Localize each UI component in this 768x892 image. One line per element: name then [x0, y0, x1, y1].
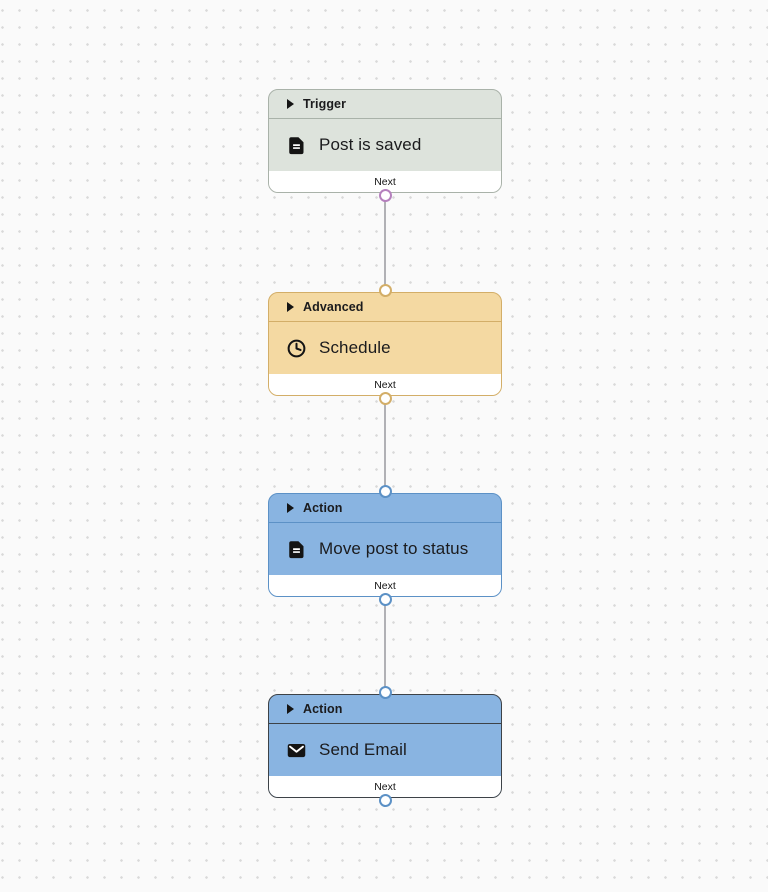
next-label: Next — [374, 780, 396, 793]
disclosure-triangle-icon[interactable] — [287, 99, 294, 109]
node-title: Send Email — [319, 740, 407, 759]
node-footer: Next — [269, 776, 501, 797]
node-body: Send Email — [269, 724, 501, 776]
document-icon — [286, 135, 307, 156]
node-header[interactable]: Action — [269, 695, 501, 724]
output-handle[interactable] — [379, 793, 392, 807]
node-category-label: Action — [303, 501, 343, 515]
document-icon — [286, 539, 307, 560]
node-action-move-post-to-status[interactable]: Action Move post to status Next — [268, 484, 502, 606]
edge-trigger-to-advanced[interactable] — [383, 193, 387, 292]
output-handle[interactable] — [379, 188, 392, 202]
node-advanced-schedule[interactable]: Advanced Schedule Next — [268, 283, 502, 405]
node-action-send-email[interactable]: Action Send Email Next — [268, 685, 502, 807]
node-category-label: Advanced — [303, 300, 364, 314]
node-body: Move post to status — [269, 523, 501, 575]
edge-action1-to-action2[interactable] — [383, 597, 387, 694]
disclosure-triangle-icon[interactable] — [287, 704, 294, 714]
node-footer: Next — [269, 575, 501, 596]
node-header[interactable]: Action — [269, 494, 501, 523]
disclosure-triangle-icon[interactable] — [287, 302, 294, 312]
node-title: Schedule — [319, 338, 391, 357]
next-label: Next — [374, 579, 396, 592]
edge-advanced-to-action1[interactable] — [383, 396, 387, 493]
disclosure-triangle-icon[interactable] — [287, 503, 294, 513]
clock-icon — [286, 338, 307, 359]
node-footer: Next — [269, 171, 501, 192]
node-title: Move post to status — [319, 539, 469, 558]
node-header[interactable]: Advanced — [269, 293, 501, 322]
input-handle[interactable] — [379, 484, 392, 498]
input-handle[interactable] — [379, 685, 392, 699]
output-handle[interactable] — [379, 592, 392, 606]
node-title: Post is saved — [319, 135, 422, 154]
node-body: Schedule — [269, 322, 501, 374]
node-body: Post is saved — [269, 119, 501, 171]
node-category-label: Trigger — [303, 97, 347, 111]
node-footer: Next — [269, 374, 501, 395]
input-handle[interactable] — [379, 283, 392, 297]
envelope-icon — [286, 740, 307, 761]
next-label: Next — [374, 175, 396, 188]
node-category-label: Action — [303, 702, 343, 716]
node-trigger-post-is-saved[interactable]: Trigger Post is saved Next — [268, 89, 502, 202]
node-header[interactable]: Trigger — [269, 90, 501, 119]
next-label: Next — [374, 378, 396, 391]
output-handle[interactable] — [379, 391, 392, 405]
